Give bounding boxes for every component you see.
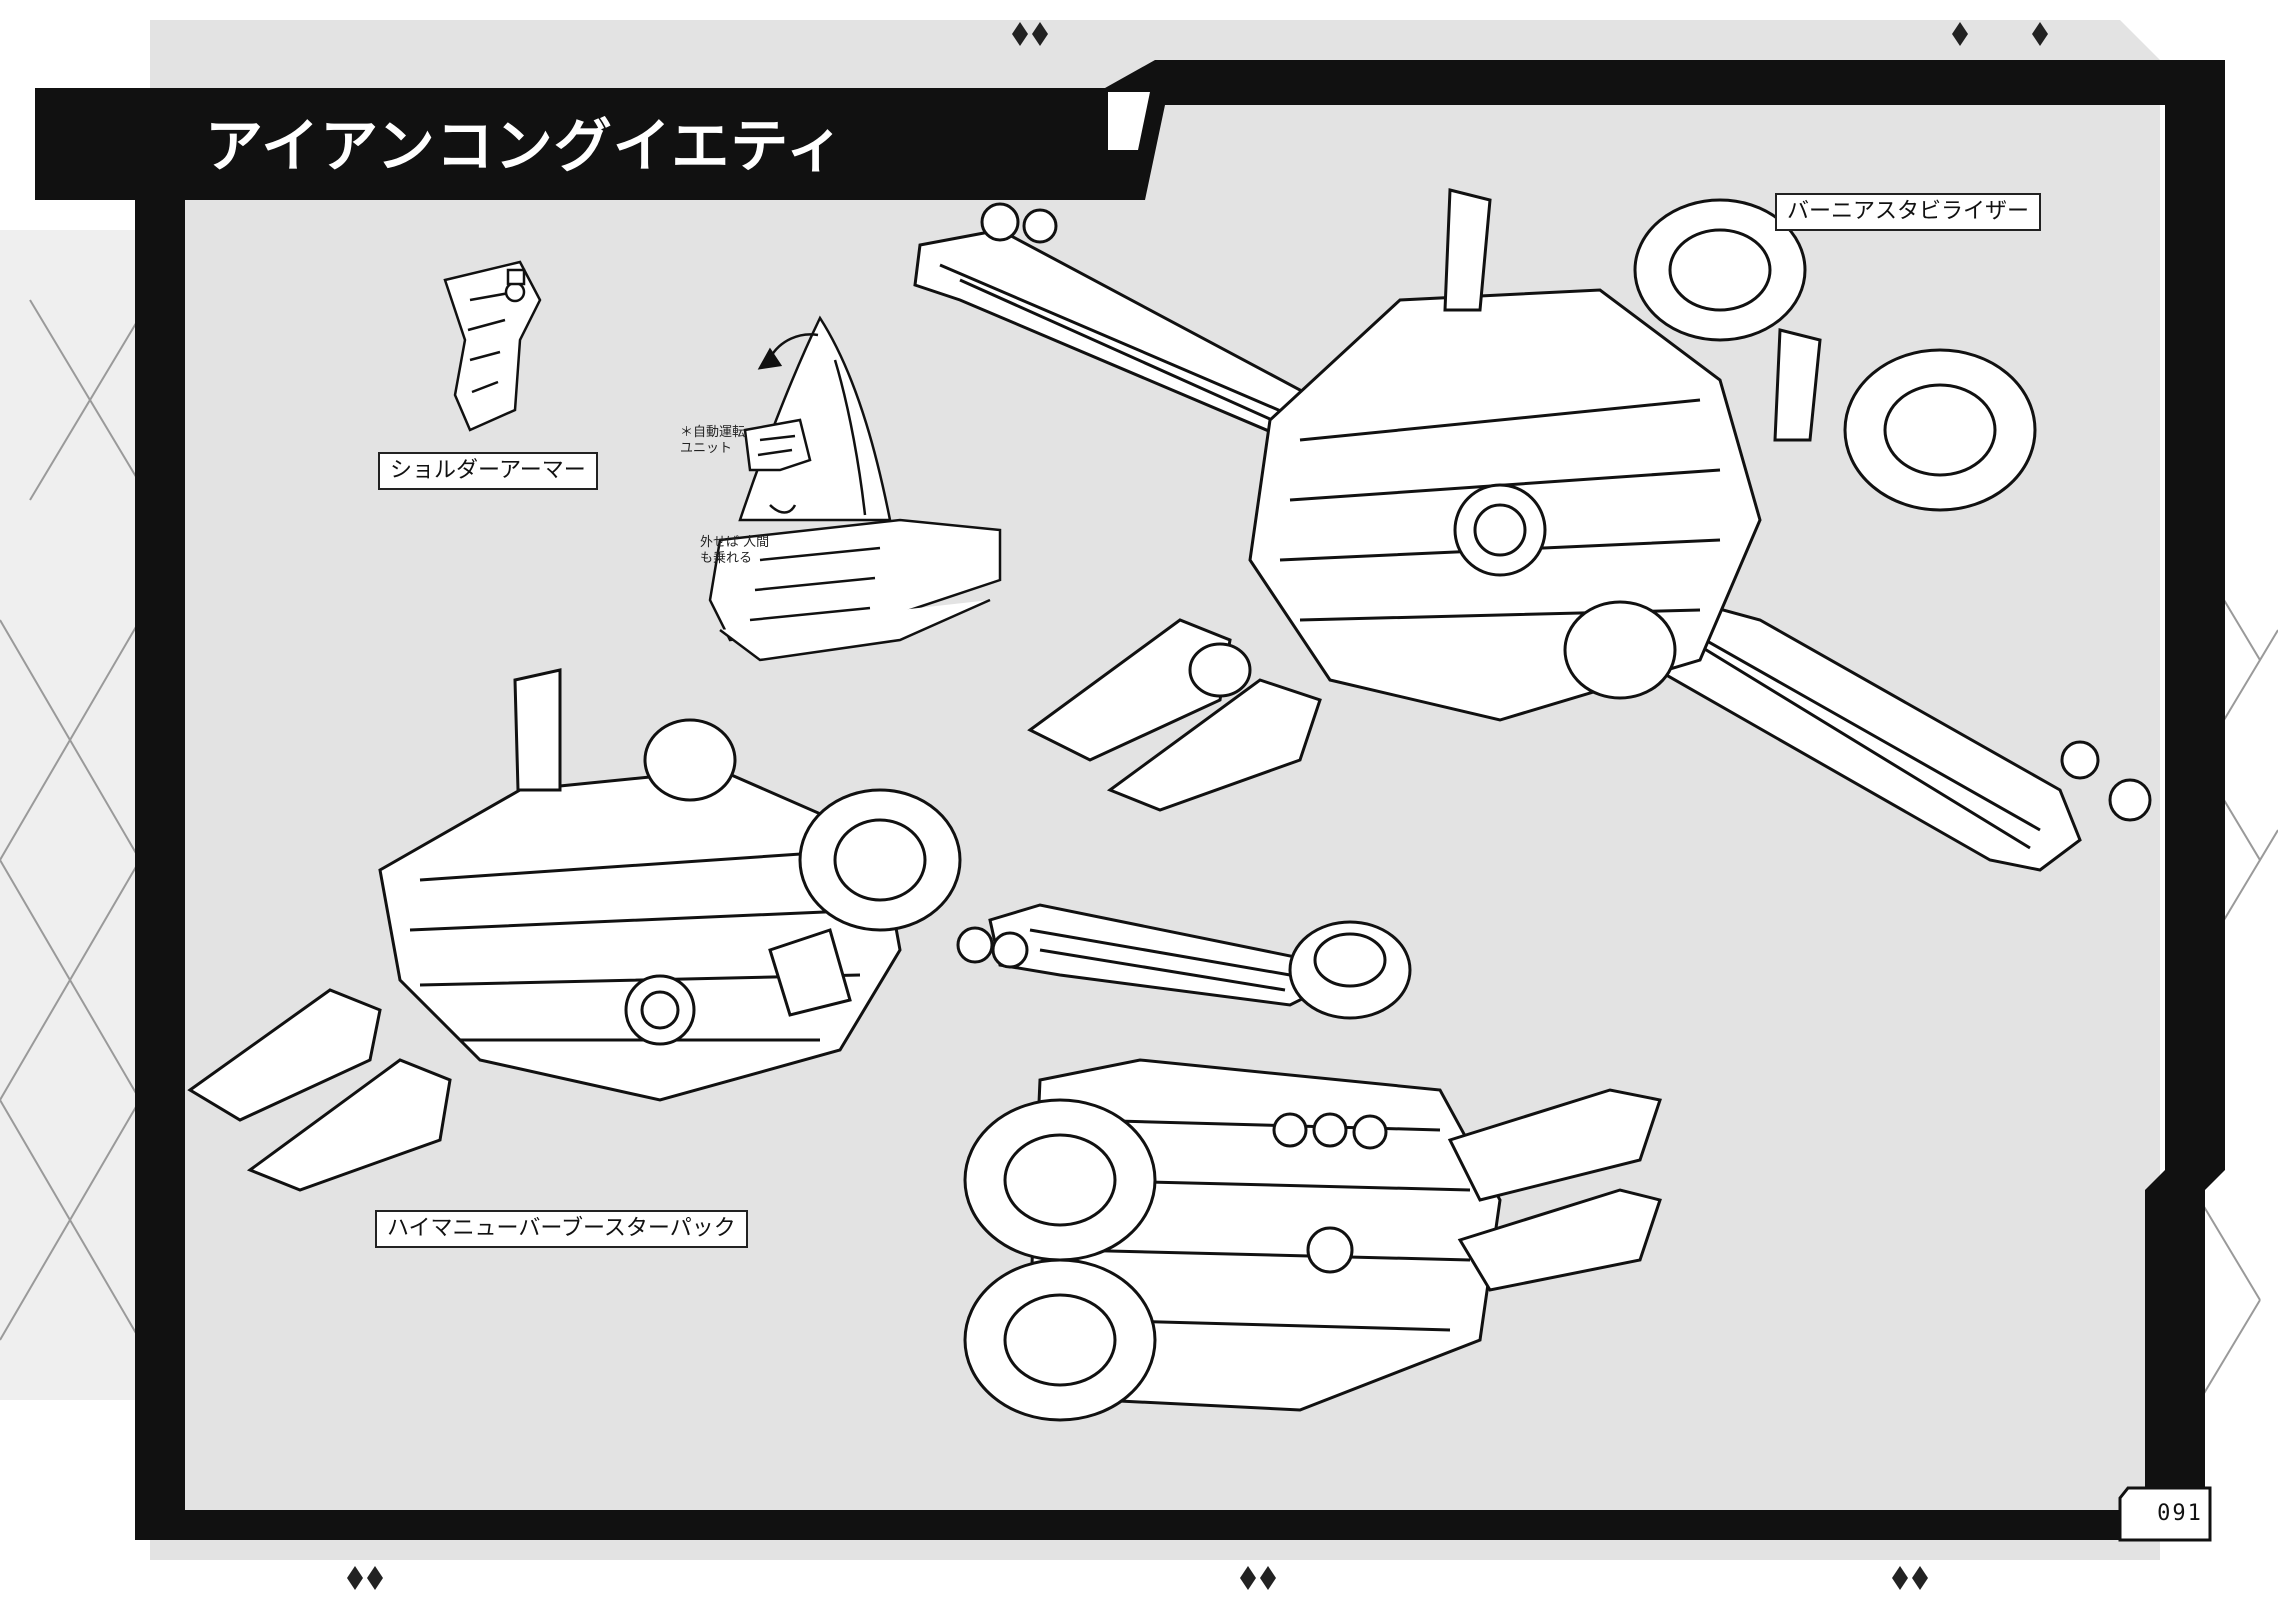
lattice-pattern-left bbox=[0, 299, 151, 1341]
booster-rear-drawing bbox=[963, 1058, 1662, 1422]
frame-top-bar bbox=[1155, 60, 2165, 105]
diamond-ornaments-top bbox=[1012, 22, 2048, 46]
wing-arm-drawing bbox=[956, 903, 1412, 1020]
vernier-stabilizer-drawing bbox=[913, 188, 2152, 872]
label-booster-pack: ハイマニューバーブースターパック bbox=[375, 1210, 748, 1248]
note-cockpit-unit: ＊自動運転ユニット bbox=[680, 425, 746, 456]
page-number-tab bbox=[2118, 1486, 2212, 1542]
cockpit-unit-drawing bbox=[708, 315, 1002, 662]
shoulder-armor-drawing bbox=[443, 260, 542, 432]
page-number: 091 bbox=[2157, 1501, 2203, 1526]
note-cockpit-removable: 外せば 人間も乗れる bbox=[700, 535, 770, 566]
diamond-ornaments-bottom bbox=[347, 1566, 1928, 1590]
lattice-pattern-right bbox=[2199, 559, 2278, 1401]
title-banner bbox=[35, 60, 1175, 200]
page-title: アイアンコングイエティ bbox=[205, 112, 845, 180]
booster-pack-drawing bbox=[187, 668, 962, 1192]
label-shoulder-armor: ショルダーアーマー bbox=[378, 452, 598, 490]
label-vernier-stabilizer: バーニアスタビライザー bbox=[1775, 193, 2042, 231]
